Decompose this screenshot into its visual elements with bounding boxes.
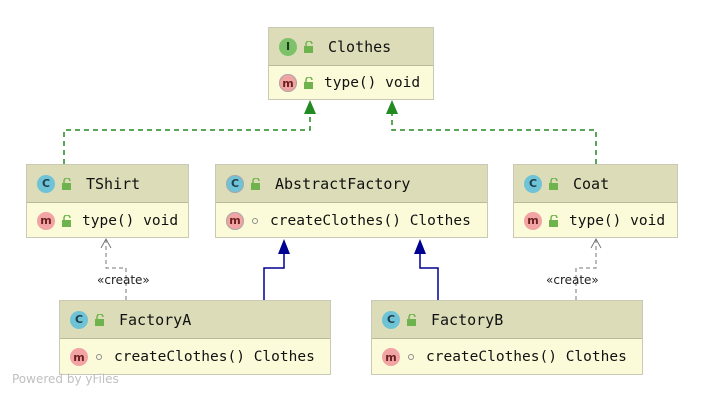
create-label-factory-a: «create»	[97, 273, 150, 287]
method-signature: type() void	[324, 75, 421, 91]
factorya-create-arrow	[100, 237, 112, 249]
node-member: m createClothes() Clothes	[216, 203, 487, 238]
public-lock-icon	[94, 313, 105, 326]
public-lock-icon	[61, 214, 72, 227]
class-name: TShirt	[86, 174, 141, 193]
class-name: FactoryB	[431, 310, 504, 329]
node-header: C AbstractFactory	[216, 165, 487, 203]
class-icon: C	[382, 310, 400, 329]
class-icon: C	[37, 174, 55, 193]
method-icon: m	[70, 348, 88, 366]
class-icon: C	[524, 174, 542, 193]
method-signature: type() void	[82, 212, 179, 229]
factoryb-create-arrow	[590, 237, 602, 249]
class-node-factory-b[interactable]: C FactoryB m createClothes() Clothes	[371, 300, 643, 375]
factorya-extends-arrow	[278, 239, 290, 254]
node-header: C TShirt	[27, 165, 188, 203]
class-name: Clothes	[328, 37, 392, 56]
factoryb-extends-arrow	[414, 239, 426, 254]
abstract-method-icon: m	[226, 211, 244, 230]
public-lock-icon	[303, 40, 314, 53]
node-member: m type() void	[514, 203, 677, 238]
public-lock-icon	[406, 313, 417, 326]
method-signature: createClothes() Clothes	[114, 349, 315, 365]
node-member: m type() void	[269, 66, 433, 100]
method-signature: createClothes() Clothes	[270, 212, 471, 229]
coat-implements-arrow	[386, 100, 398, 114]
node-header: C FactoryB	[372, 301, 642, 339]
method-icon: m	[37, 211, 55, 230]
public-lock-icon	[303, 77, 314, 89]
factoryb-extends-edge	[419, 252, 439, 300]
public-lock-icon	[548, 214, 559, 227]
package-visibility-icon	[408, 354, 414, 360]
abstract-class-icon: C	[226, 174, 244, 193]
node-member: m type() void	[27, 203, 188, 238]
method-signature: createClothes() Clothes	[426, 349, 627, 365]
class-name: Coat	[573, 174, 610, 193]
class-name: AbstractFactory	[275, 174, 411, 193]
factorya-extends-edge	[263, 252, 285, 300]
class-name: FactoryA	[119, 310, 192, 329]
abstract-method-icon: m	[279, 74, 297, 92]
class-node-factory-a[interactable]: C FactoryA m createClothes() Clothes	[59, 300, 331, 375]
node-member: m createClothes() Clothes	[372, 339, 642, 375]
class-node-coat[interactable]: C Coat m type() void	[513, 164, 678, 238]
method-icon: m	[382, 348, 400, 366]
public-lock-icon	[250, 177, 261, 190]
create-label-factory-b: «create»	[546, 273, 599, 287]
public-lock-icon	[61, 177, 72, 190]
tshirt-implements-arrow	[304, 100, 316, 114]
method-icon: m	[524, 211, 542, 230]
class-node-abstract-factory[interactable]: C AbstractFactory m createClothes() Clot…	[215, 164, 488, 238]
node-header: C FactoryA	[60, 301, 330, 339]
factorya-create-edge	[105, 240, 127, 300]
node-member: m createClothes() Clothes	[60, 339, 330, 375]
factoryb-create-edge	[575, 240, 597, 300]
interface-icon: I	[279, 37, 297, 56]
package-visibility-icon	[96, 354, 102, 360]
class-node-tshirt[interactable]: C TShirt m type() void	[26, 164, 189, 238]
class-icon: C	[70, 310, 88, 329]
node-header: I Clothes	[269, 28, 433, 66]
powered-by-footer: Powered by yFiles	[12, 372, 119, 386]
class-node-clothes[interactable]: I Clothes m type() void	[268, 27, 434, 100]
package-visibility-icon	[252, 217, 258, 224]
tshirt-implements-edge	[63, 112, 311, 164]
method-signature: type() void	[569, 212, 666, 229]
coat-implements-edge	[391, 112, 597, 164]
node-header: C Coat	[514, 165, 677, 203]
public-lock-icon	[548, 177, 559, 190]
